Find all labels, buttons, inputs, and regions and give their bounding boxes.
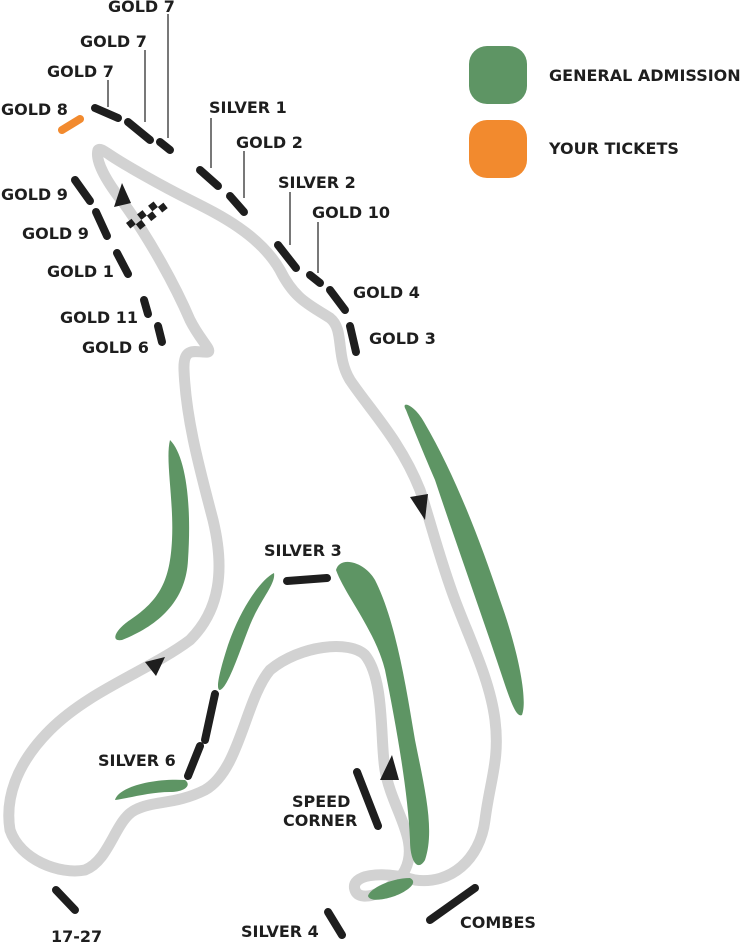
label-speed-corner: SPEED [292,792,350,811]
stand-combes[interactable] [426,884,479,924]
label-gold-11: GOLD 11 [60,308,138,327]
stand-gold-1[interactable] [113,249,132,278]
label-gate-17-27: 17-27 [51,927,102,942]
general-admission-area[interactable] [368,878,414,900]
stand-silver-2[interactable] [274,241,300,272]
stand-silver-6-a[interactable] [201,690,219,744]
legend-your-tickets-swatch [469,120,527,178]
direction-arrow-icon [380,755,399,780]
label-gold-2: GOLD 2 [236,133,303,152]
legend: GENERAL ADMISSION YOUR TICKETS [469,46,741,178]
stand-speed-corner[interactable] [353,768,382,830]
label-silver-2: SILVER 2 [278,173,356,192]
label-silver-3: SILVER 3 [264,541,342,560]
general-admission-area[interactable] [336,561,430,866]
stand-silver-1[interactable] [196,166,222,190]
general-admission-area[interactable] [115,779,188,800]
stand-gold-10[interactable] [306,271,324,287]
label-gold-4: GOLD 4 [353,283,420,302]
label-silver-6: SILVER 6 [98,751,176,770]
label-gold-7: GOLD 7 [47,62,114,81]
label-gold-9: GOLD 9 [1,185,68,204]
label-speed-corner: CORNER [283,811,357,830]
stand-silver-4[interactable] [324,908,346,939]
label-gold-3: GOLD 3 [369,329,436,348]
stand-gold-9-b[interactable] [92,208,111,240]
legend-your-tickets-label: YOUR TICKETS [548,139,679,158]
stand-gold-11[interactable] [140,296,152,318]
stand-gold-6[interactable] [154,322,166,346]
legend-general-admission-swatch [469,46,527,104]
direction-arrow-icon [410,494,428,520]
general-admission-area[interactable] [217,573,275,690]
label-silver-1: SILVER 1 [209,98,287,117]
stand-gold-7-c[interactable] [156,138,174,154]
label-gold-1: GOLD 1 [47,262,114,281]
general-admission-area[interactable] [115,440,190,641]
stand-gold-7-b[interactable] [124,118,154,144]
label-gold-6: GOLD 6 [82,338,149,357]
legend-general-admission-label: GENERAL ADMISSION [549,66,741,85]
stand-gold-2[interactable] [226,192,248,216]
direction-arrow-icon [145,657,165,676]
stand-gold-4[interactable] [326,286,349,314]
stand-gold-3[interactable] [346,322,360,356]
stand-gold-7-a[interactable] [91,104,122,122]
label-gold-7: GOLD 7 [108,0,175,16]
race-track [3,143,502,902]
stand-silver-3[interactable] [283,574,331,585]
stand-gold-8[interactable] [58,115,84,134]
label-gold-8: GOLD 8 [1,100,68,119]
stand-17-27[interactable] [52,886,79,914]
general-admission-area[interactable] [404,404,524,716]
stand-gold-9-a[interactable] [71,176,94,205]
direction-arrow-icon [114,183,131,207]
label-silver-4: SILVER 4 [241,922,319,941]
label-gold-7: GOLD 7 [80,32,147,51]
label-gold-10: GOLD 10 [312,203,390,222]
label-gold-9: GOLD 9 [22,224,89,243]
start-finish-checkered-icon [126,201,168,230]
stand-silver-6-b[interactable] [184,742,204,780]
label-combes: COMBES [460,913,536,932]
